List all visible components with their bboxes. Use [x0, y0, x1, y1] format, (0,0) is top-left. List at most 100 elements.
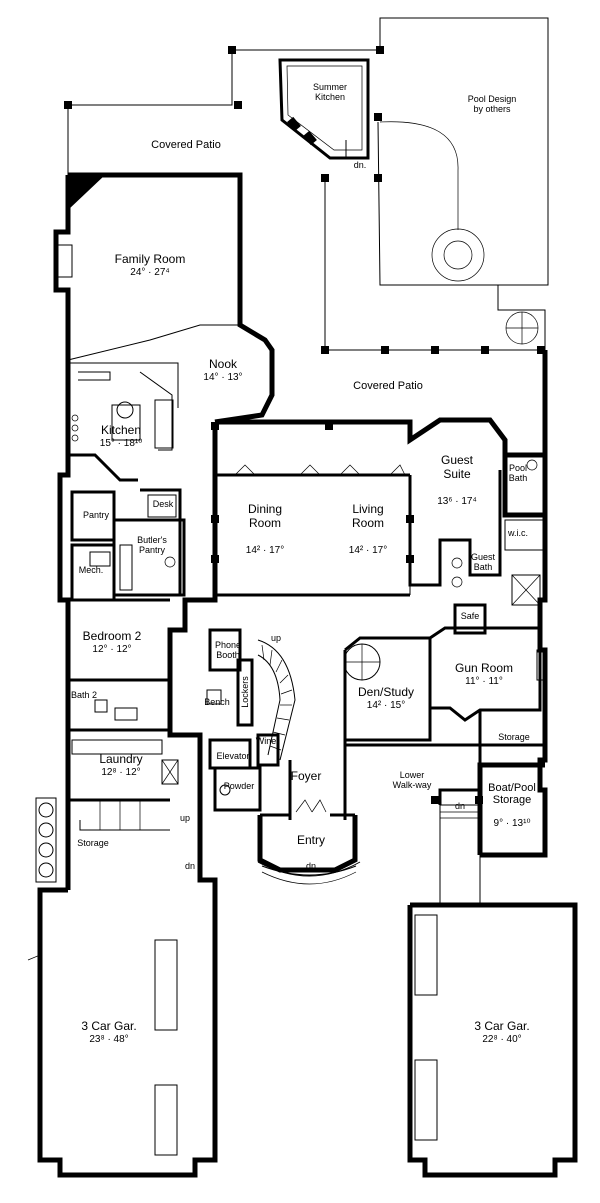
phone-booth-name: Phone Booth — [214, 640, 242, 660]
family-room-dims: 24° · 27⁴ — [130, 267, 170, 278]
foyer-label: Foyer — [291, 769, 322, 783]
bedroom2-dims: 12° · 12° — [92, 644, 132, 655]
entry-label: Entry — [297, 833, 325, 847]
family-room-walls — [55, 175, 241, 361]
gun-room-label: Gun Room 11° · 11° — [455, 661, 513, 689]
garage-left-dims: 23⁸ · 48° — [89, 1034, 129, 1045]
elevator-name: Elevator — [216, 751, 250, 761]
living-room-dims: 14² · 17° — [348, 545, 388, 556]
entry-dn-label: dn — [305, 861, 317, 871]
pool-design-label: Pool Design by others — [468, 84, 517, 124]
butlers-pantry-label: Butler's Pantry — [137, 525, 167, 565]
guest-suite-dims: 13⁶ · 17⁴ — [437, 496, 477, 507]
storage-left-label: Storage — [77, 838, 109, 848]
walkway-dn-label: dn — [454, 801, 466, 811]
storage-right-name: Storage — [498, 732, 530, 742]
covered-patio-mid-name: Covered Patio — [353, 380, 423, 392]
powder-name: Powder — [223, 781, 255, 791]
safe-label: Safe — [461, 611, 480, 621]
lockers-name: Lockers — [240, 676, 250, 708]
mech-name: Mech. — [78, 565, 104, 575]
bath2-name: Bath 2 — [70, 690, 98, 700]
guest-suite-name: Guest Suite — [440, 453, 474, 481]
garage-left-label: 3 Car Gar. 23⁸ · 48° — [81, 1019, 136, 1047]
garage-right-dims: 22⁸ · 40° — [482, 1034, 522, 1045]
kitchen-label: Kitchen 15° · 18¹⁰ — [100, 423, 142, 451]
laundry-dims: 12⁸ · 12° — [101, 767, 141, 778]
garage-right-name: 3 Car Gar. — [474, 1019, 530, 1033]
bath2-label: Bath 2 — [71, 690, 97, 700]
laundry-up-label: up — [179, 813, 191, 823]
left-wing-walls — [35, 598, 179, 883]
bedroom2-name: Bedroom 2 — [82, 629, 142, 643]
family-room-label: Family Room 24° · 27⁴ — [115, 252, 186, 280]
dining-room-label: Dining Room 14² · 17° — [246, 488, 284, 572]
foyer-name: Foyer — [290, 769, 322, 783]
kitchen-name: Kitchen — [100, 423, 142, 437]
wic-label: w.i.c. — [508, 528, 528, 538]
living-room-label: Living Room 14² · 17° — [349, 488, 387, 572]
safe-name: Safe — [460, 611, 480, 621]
mech-label: Mech. — [79, 565, 104, 575]
lower-walkway-name: Lower Walk-way — [392, 770, 432, 790]
summer-kitchen-name: Summer Kitchen — [312, 82, 348, 102]
boat-pool-storage-label: Boat/Pool Storage 9° · 13¹⁰ — [488, 770, 536, 842]
covered-patio-top-name: Covered Patio — [151, 139, 221, 151]
wine-label: Wine — [256, 736, 277, 746]
pantry-name: Pantry — [82, 510, 110, 520]
den-study-name: Den/Study — [357, 685, 415, 699]
powder-label: Powder — [224, 781, 255, 791]
guest-suite-label: Guest Suite 13⁶ · 17⁴ — [437, 439, 477, 523]
entry-name: Entry — [296, 833, 326, 847]
wic-name: w.i.c. — [507, 528, 529, 538]
kitchen-dims: 15° · 18¹⁰ — [99, 438, 143, 449]
dining-room-name: Dining Room — [247, 502, 283, 530]
bench-label: Bench — [204, 697, 230, 707]
phone-booth-label: Phone Booth — [215, 630, 241, 670]
nook-label: Nook 14° · 13° — [203, 357, 242, 385]
guest-suite-walls — [408, 459, 544, 635]
outdoor-outlines — [67, 17, 549, 351]
wine-name: Wine — [255, 736, 277, 746]
summer-kitchen-outline — [278, 58, 370, 160]
nook-dims: 14° · 13° — [203, 372, 243, 383]
bedroom2-label: Bedroom 2 12° · 12° — [83, 629, 142, 657]
lockers-label: Lockers — [240, 676, 250, 708]
gun-room-dims: 11° · 11° — [465, 676, 503, 687]
living-room-name: Living Room — [351, 502, 384, 530]
den-study-label: Den/Study 14² · 15° — [358, 685, 414, 713]
pantry-label: Pantry — [83, 510, 109, 520]
summer-kitchen-label: Summer Kitchen — [313, 72, 347, 112]
family-room-name: Family Room — [114, 252, 186, 266]
foyer-entry-walls — [257, 740, 482, 885]
garage-walls — [27, 805, 578, 1178]
laundry-dn-label: dn — [184, 861, 196, 871]
center-walls — [206, 628, 296, 812]
stair-up-label: up — [270, 633, 282, 643]
covered-patio-top-label: Covered Patio — [151, 139, 221, 151]
guest-bath-label: Guest Bath — [471, 542, 495, 582]
garage-right-label: 3 Car Gar. 22⁸ · 40° — [474, 1019, 529, 1047]
pool-design-note: Pool Design by others — [467, 94, 517, 114]
laundry-name: Laundry — [99, 752, 143, 766]
lower-walkway-label: Lower Walk-way — [393, 760, 432, 800]
summer-dn-label: dn. — [353, 160, 367, 170]
den-study-dims: 14² · 15° — [366, 700, 406, 711]
garage-left-name: 3 Car Gar. — [81, 1019, 137, 1033]
guest-bath-name: Guest Bath — [470, 552, 496, 572]
boat-pool-storage-name: Boat/Pool Storage — [488, 782, 536, 806]
pool-bath-name: Pool Bath — [508, 463, 528, 483]
kitchen-walls — [68, 362, 182, 595]
dining-room-dims: 14² · 17° — [245, 545, 285, 556]
gun-room-name: Gun Room — [454, 661, 514, 675]
covered-patio-mid-label: Covered Patio — [353, 380, 423, 392]
butlers-pantry-name: Butler's Pantry — [137, 535, 167, 555]
bench-name: Bench — [204, 697, 230, 707]
storage-right-label: Storage — [498, 732, 530, 742]
elevator-label: Elevator — [216, 751, 249, 761]
desk-label: Desk — [153, 499, 174, 509]
pool-bath-label: Pool Bath — [509, 453, 528, 493]
boat-pool-storage-dims: 9° · 13¹⁰ — [493, 818, 531, 829]
nook-name: Nook — [208, 357, 238, 371]
